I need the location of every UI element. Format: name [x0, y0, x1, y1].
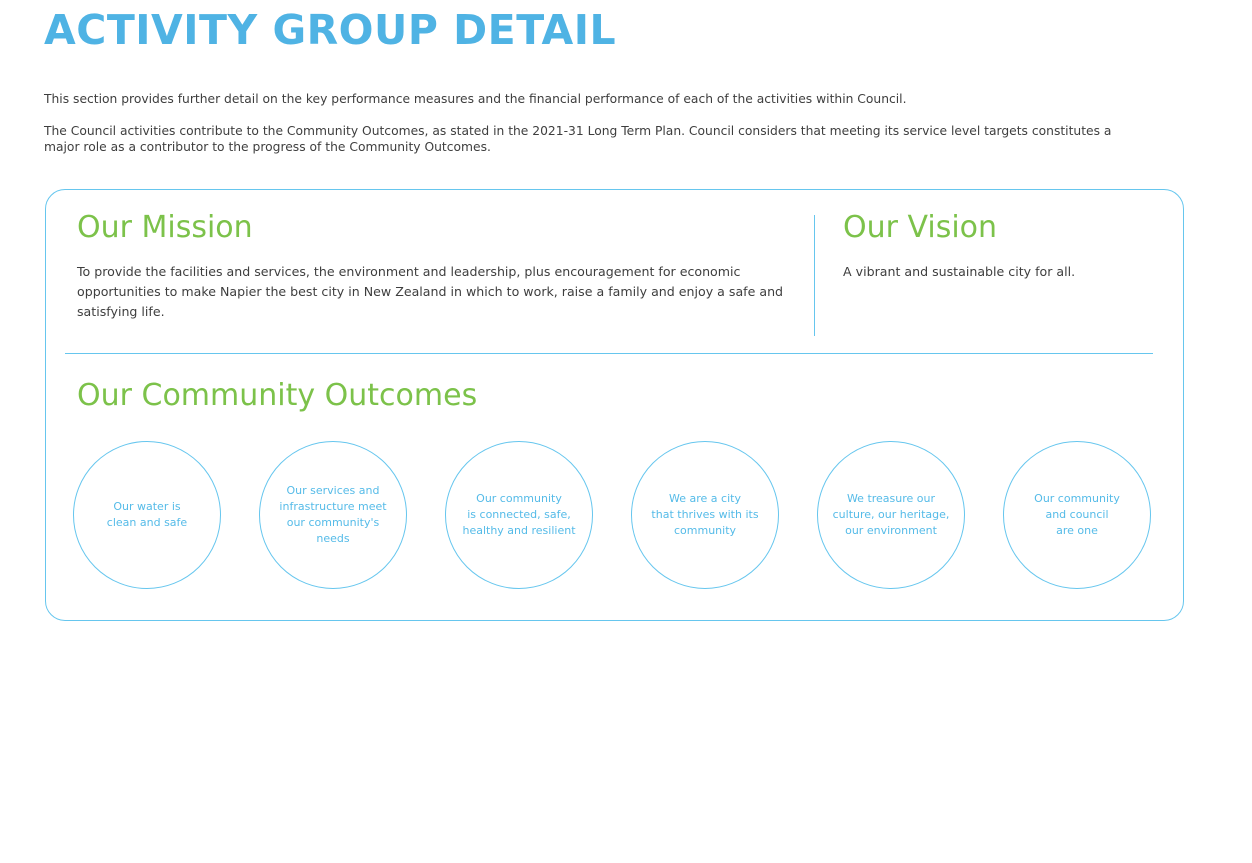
intro-paragraph-2: The Council activities contribute to the…: [44, 124, 1112, 154]
outcome-label: Our water is clean and safe: [106, 500, 188, 529]
outcome-label: Our community and council are one: [1034, 492, 1120, 537]
outcome-label: Our community is connected, safe, health…: [462, 492, 576, 537]
outcomes-row: Our water is clean and safe Our services…: [73, 441, 1153, 591]
outcome-circle-water: Our water is clean and safe: [73, 441, 221, 589]
outcomes-heading: Our Community Outcomes: [77, 378, 478, 413]
outcome-label: Our services and infrastructure meet our…: [279, 484, 387, 545]
outcome-circle-connected: Our community is connected, safe, health…: [445, 441, 593, 589]
outcome-label: We are a city that thrives with its comm…: [651, 492, 759, 537]
mission-vision-outcomes-panel: Our Mission To provide the facilities an…: [45, 189, 1184, 621]
intro-paragraph-1: This section provides further detail on …: [44, 92, 907, 106]
mission-heading: Our Mission: [77, 210, 253, 245]
outcome-label: We treasure our culture, our heritage, o…: [832, 492, 950, 537]
vision-text: A vibrant and sustainable city for all.: [843, 264, 1076, 279]
page-title: ACTIVITY GROUP DETAIL: [44, 6, 617, 54]
vertical-divider: [814, 215, 815, 336]
vision-heading: Our Vision: [843, 210, 998, 245]
horizontal-divider: [65, 353, 1153, 354]
mission-text: To provide the facilities and services, …: [77, 264, 784, 319]
outcome-circle-community-council: Our community and council are one: [1003, 441, 1151, 589]
outcome-circle-culture: We treasure our culture, our heritage, o…: [817, 441, 965, 589]
outcome-circle-services: Our services and infrastructure meet our…: [259, 441, 407, 589]
outcome-circle-thriving-city: We are a city that thrives with its comm…: [631, 441, 779, 589]
